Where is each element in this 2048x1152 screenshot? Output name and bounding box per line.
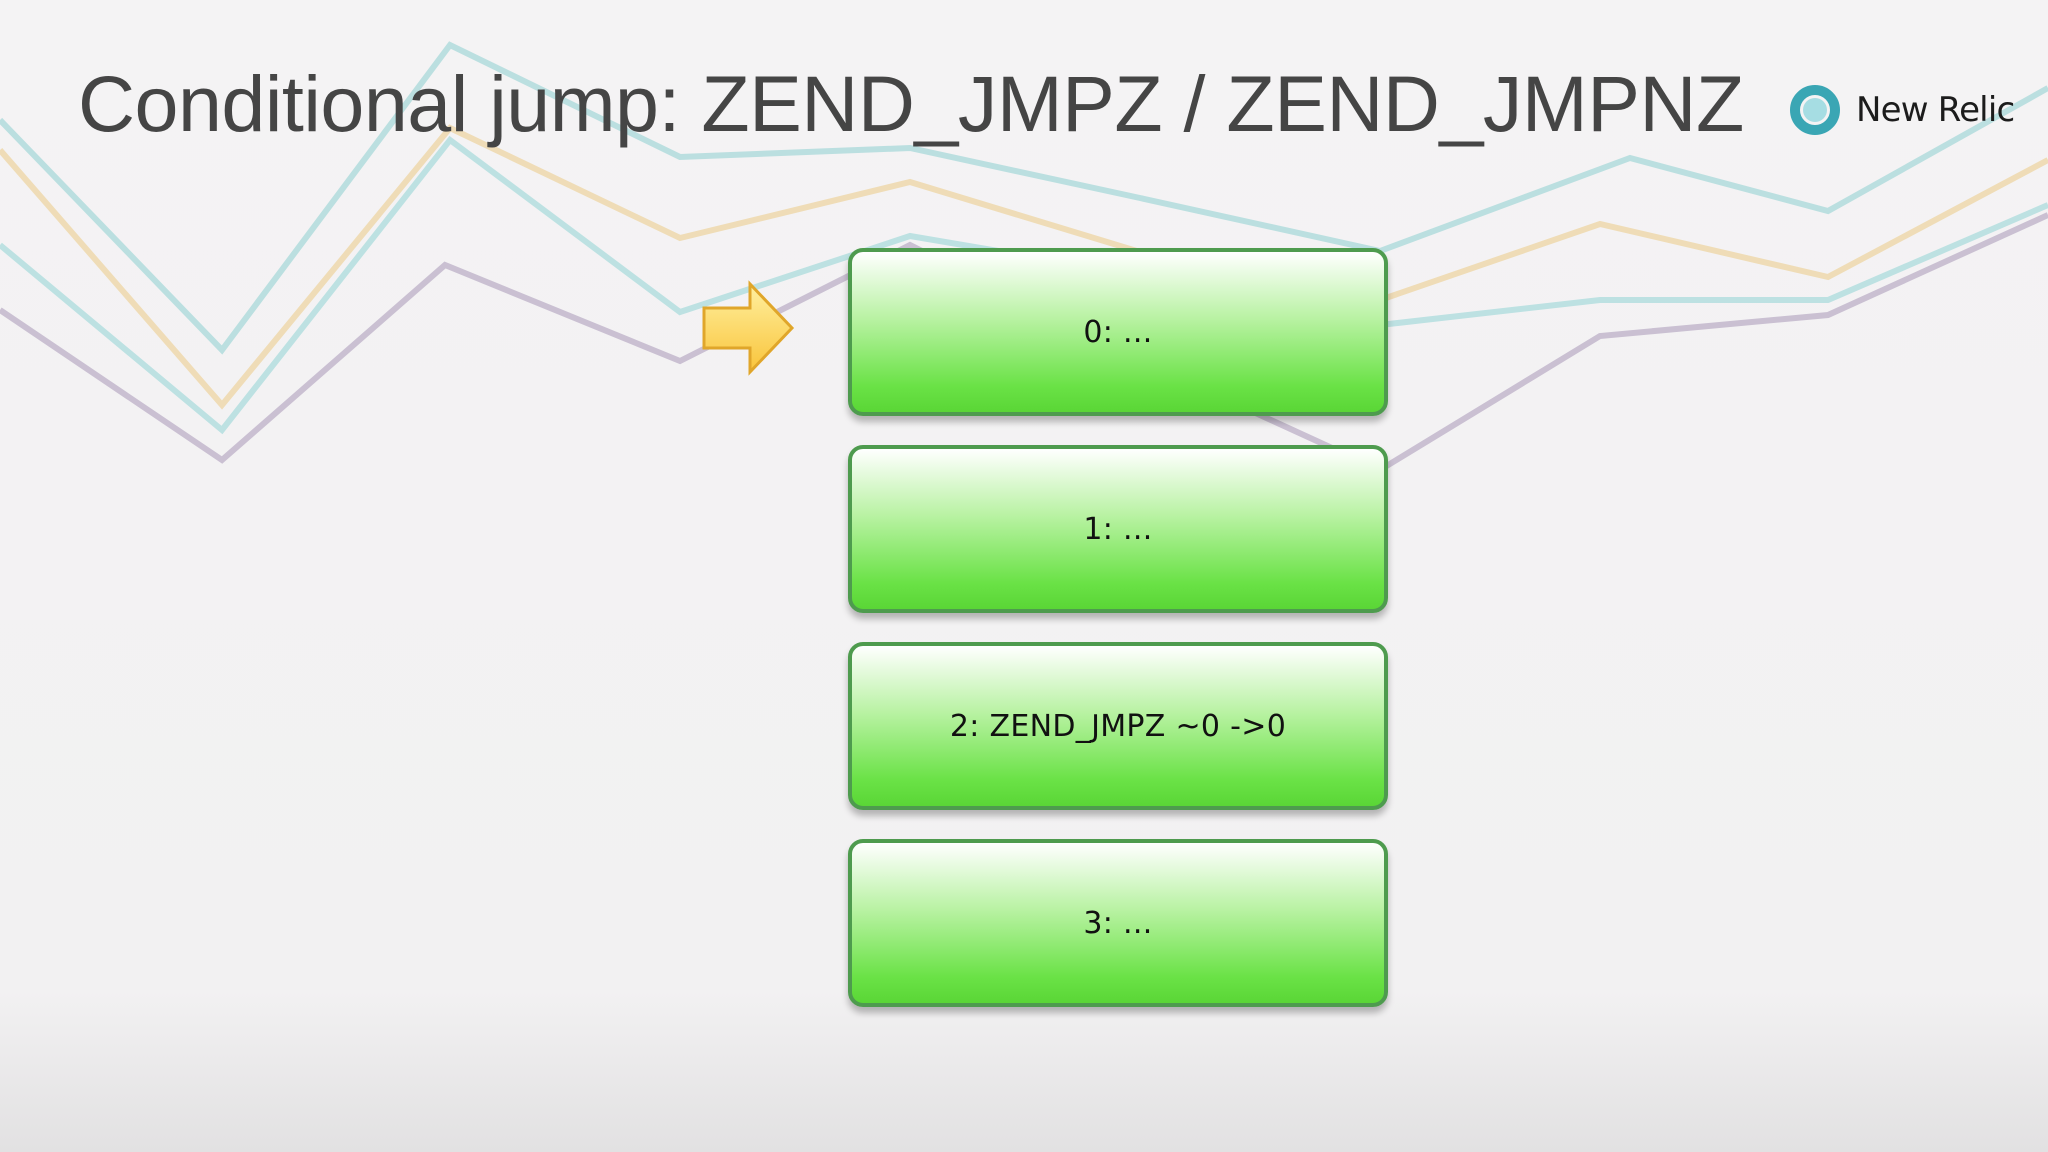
slide-title: Conditional jump: ZEND_JMPZ / ZEND_JMPNZ [78, 59, 1744, 148]
opcode-list: 0: ... 1: ... 2: ZEND_JMPZ ~0 ->0 3: ... [848, 248, 1388, 1036]
brand-logo: New Relic [1788, 82, 2015, 138]
brand-name: New Relic [1856, 90, 2015, 130]
opcode-step-0: 0: ... [848, 248, 1388, 416]
opcode-step-label: 1: ... [1083, 511, 1153, 547]
new-relic-logo-icon [1790, 85, 1840, 135]
opcode-step-label: 3: ... [1083, 905, 1153, 941]
opcode-step-label: 2: ZEND_JMPZ ~0 ->0 [949, 708, 1287, 744]
opcode-step-label: 0: ... [1083, 314, 1153, 350]
opcode-step-1: 1: ... [848, 445, 1388, 613]
right-arrow-icon [702, 280, 795, 376]
opcode-step-3: 3: ... [848, 839, 1388, 1007]
opcode-step-2: 2: ZEND_JMPZ ~0 ->0 [848, 642, 1388, 810]
